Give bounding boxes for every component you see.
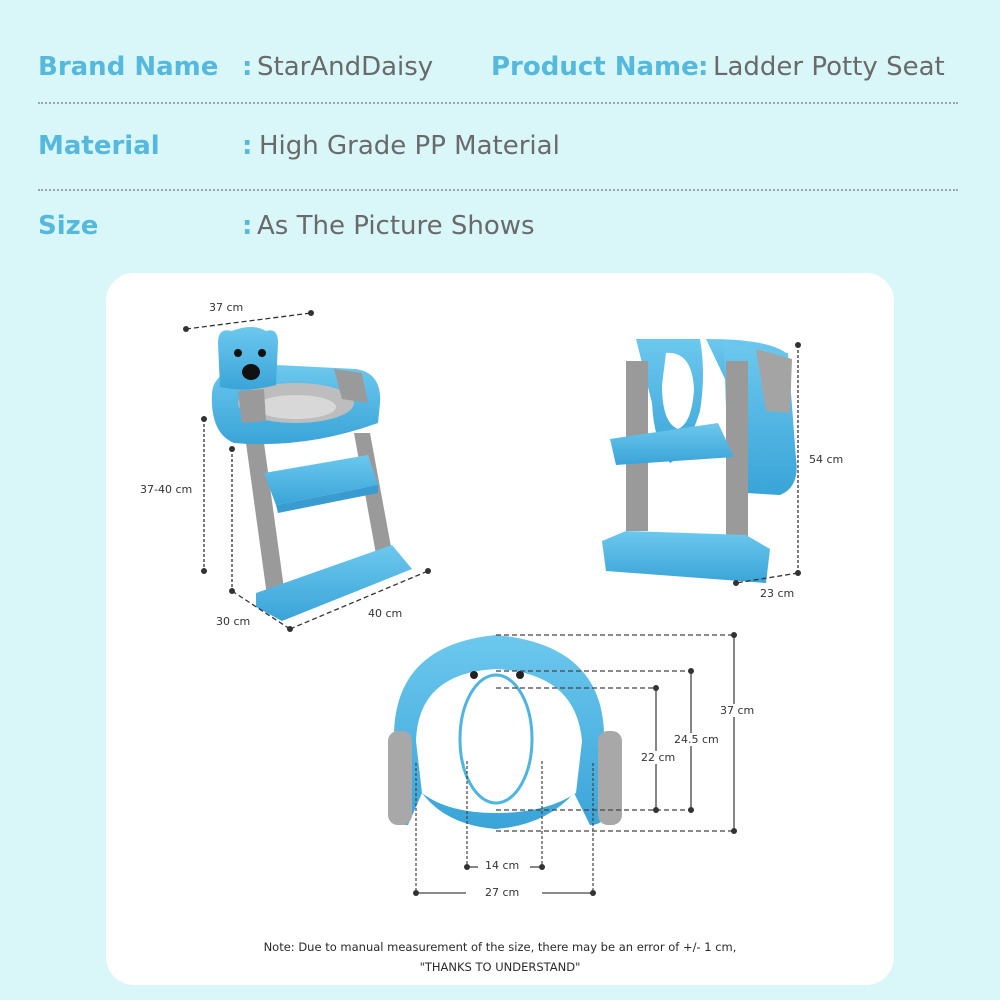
size-value: As The Picture Shows [257, 211, 535, 241]
product-illustrations [183, 310, 801, 896]
seat-opening-length-label: 22 cm [639, 751, 678, 764]
seat-top-view [388, 632, 737, 896]
brand-colon: : [242, 52, 253, 82]
material-colon: : [242, 131, 253, 161]
note-line-2: "THANKS TO UNDERSTAND" [419, 960, 581, 974]
spec-row-size: Size : As The Picture Shows [38, 211, 958, 251]
side-height-label: 54 cm [809, 453, 844, 466]
front-height-label: 37-40 cm [140, 483, 193, 496]
size-label: Size [38, 211, 99, 241]
spec-row-material: Material : High Grade PP Material [38, 131, 958, 171]
seat-outer-width-label: 27 cm [485, 886, 520, 899]
brand-label: Brand Name [38, 52, 219, 82]
dimensions-card: 37 cm 37-40 cm 30 cm 40 cm 54 cm 23 cm 3… [106, 273, 894, 985]
divider-2 [38, 189, 958, 191]
note-line-1: Note: Due to manual measurement of the s… [263, 940, 737, 954]
ladder-potty-side-view [602, 339, 801, 586]
seat-outer-length-label: 37 cm [718, 704, 757, 717]
material-label: Material [38, 131, 160, 161]
seat-inner-length-label: 24.5 cm [672, 733, 721, 746]
side-depth-label: 23 cm [760, 587, 795, 600]
ladder-potty-front-view [183, 310, 431, 632]
divider-1 [38, 102, 958, 104]
material-value: High Grade PP Material [259, 131, 560, 161]
spec-row-brand: Brand Name : StarAndDaisy Product Name :… [38, 52, 958, 92]
product-value: Ladder Potty Seat [713, 52, 945, 82]
front-depth-label: 30 cm [216, 615, 251, 628]
front-top-width-label: 37 cm [209, 301, 244, 314]
product-colon: : [698, 52, 709, 82]
front-base-width-label: 40 cm [368, 607, 403, 620]
size-colon: : [242, 211, 253, 241]
measurement-note: Note: Due to manual measurement of the s… [106, 937, 894, 977]
product-label: Product Name [491, 52, 699, 82]
seat-opening-width-label: 14 cm [485, 859, 520, 872]
brand-value: StarAndDaisy [257, 52, 434, 82]
